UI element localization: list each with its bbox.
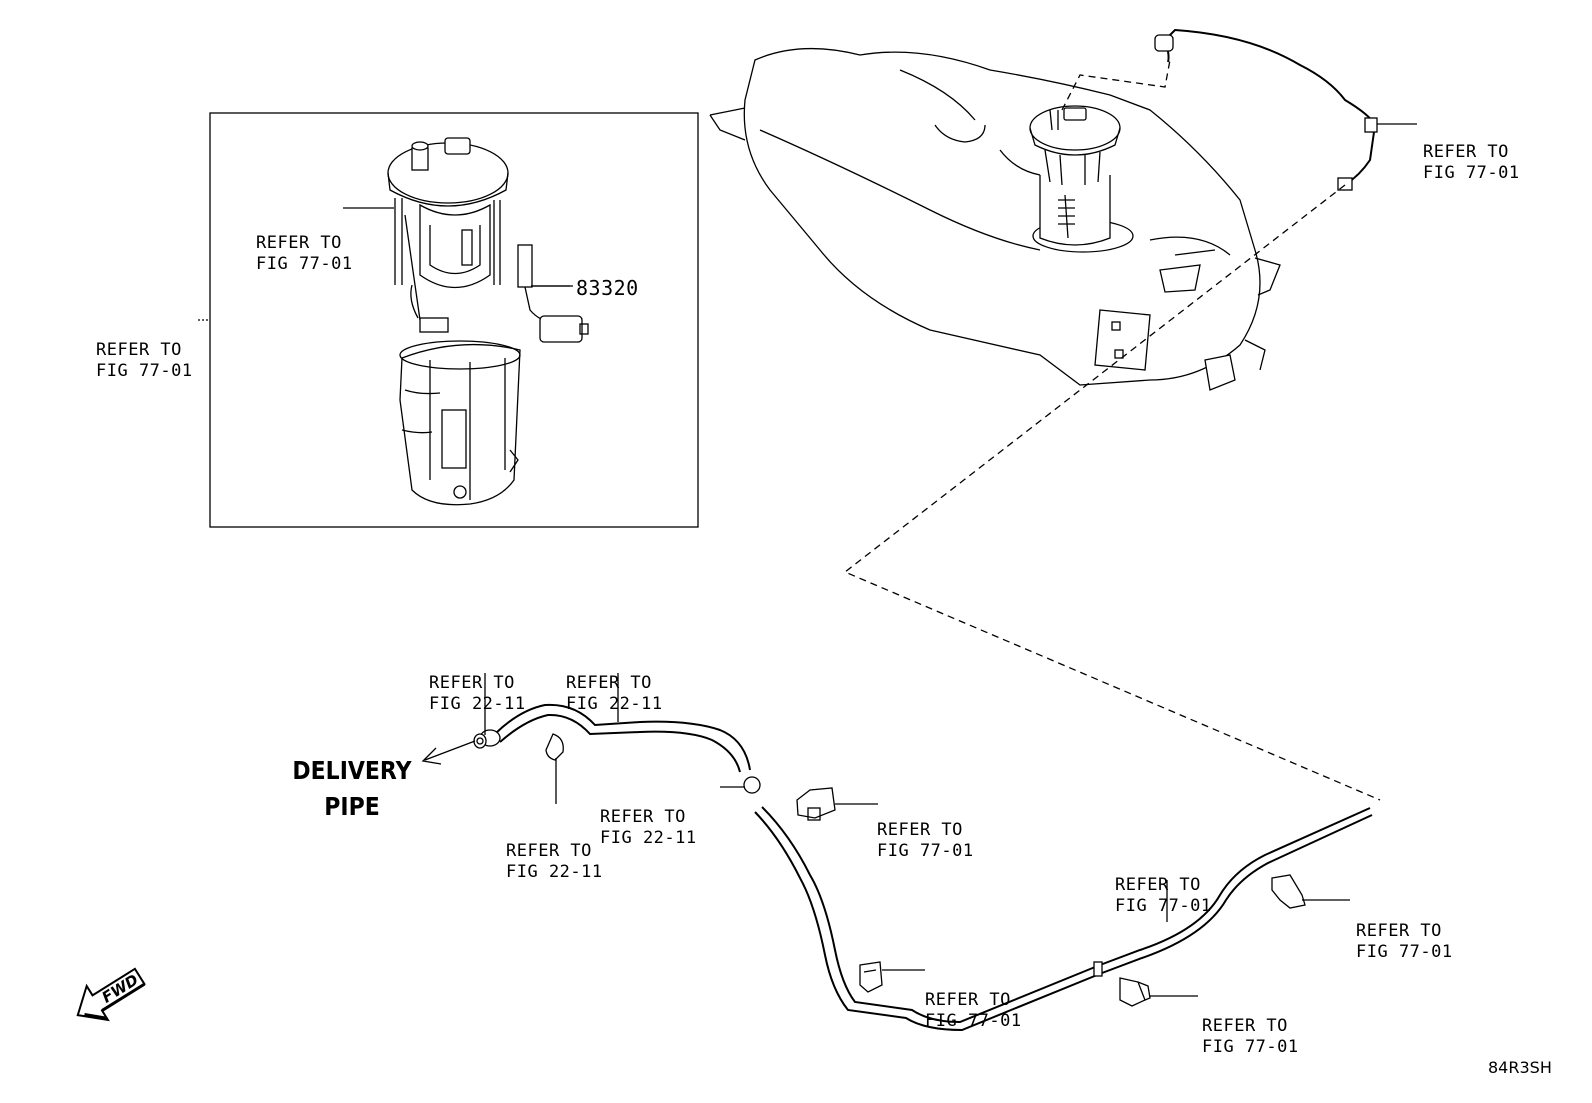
- reservoir-cup-illustration: [399, 340, 521, 506]
- pump-module-illustration: [387, 137, 589, 343]
- delivery-arrow-icon: [421, 740, 476, 765]
- leader-lines: [343, 123, 1417, 997]
- dashed-ref-tank-harness: [1061, 59, 1171, 111]
- tank-harness-illustration: [1154, 28, 1378, 191]
- fuel-tank-illustration: [709, 47, 1281, 391]
- clip-center-illustration: [796, 787, 836, 821]
- fwd-label: FWD: [99, 971, 142, 1007]
- inset-box: [209, 112, 699, 528]
- clip-bottom-illustration: [1119, 977, 1151, 1007]
- fwd-arrow-icon: FWD: [76, 967, 146, 1022]
- clip-lower-illustration: [859, 961, 883, 993]
- diagram-code: 84R3SH: [1488, 1058, 1552, 1077]
- clip-right-illustration: [1271, 874, 1306, 909]
- fuel-pipe-illustration: [754, 806, 1373, 1032]
- dashed-ref-tank-pipe: [843, 184, 1381, 801]
- part-number-label: 83320: [576, 276, 639, 300]
